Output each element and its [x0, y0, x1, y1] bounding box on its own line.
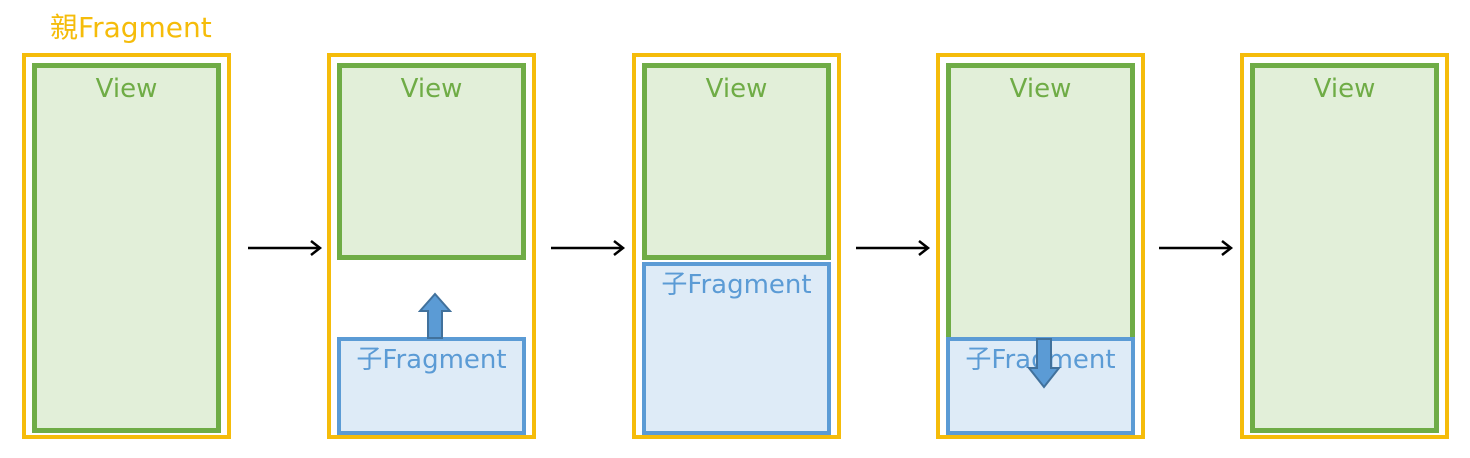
view-label-5: View — [1313, 74, 1376, 104]
parent-fragment-panel-5: View — [1240, 53, 1449, 439]
parent-fragment-panel-2: View 子Fragment — [327, 53, 536, 439]
up-arrow-icon — [418, 292, 452, 339]
flow-arrow-2 — [551, 240, 626, 256]
view-box-4: View — [946, 63, 1135, 349]
view-label-1: View — [95, 74, 158, 104]
view-box-3: View — [642, 63, 831, 260]
parent-fragment-label: 親Fragment — [50, 11, 212, 44]
down-arrow-icon — [1027, 338, 1061, 389]
view-box-5: View — [1250, 63, 1439, 433]
flow-arrow-1 — [248, 240, 323, 256]
flow-arrow-3 — [856, 240, 931, 256]
view-label-3: View — [705, 74, 768, 104]
child-fragment-label-2: 子Fragment — [356, 345, 507, 375]
parent-fragment-panel-1: View — [22, 53, 231, 439]
child-fragment-box-2: 子Fragment — [337, 337, 526, 435]
view-box-1: View — [32, 63, 221, 433]
view-label-2: View — [400, 74, 463, 104]
parent-fragment-panel-3: View 子Fragment — [632, 53, 841, 439]
view-label-4: View — [1009, 74, 1072, 104]
view-box-2: View — [337, 63, 526, 260]
child-fragment-box-3: 子Fragment — [642, 262, 831, 435]
child-fragment-label-3: 子Fragment — [661, 270, 812, 300]
flow-arrow-4 — [1159, 240, 1234, 256]
